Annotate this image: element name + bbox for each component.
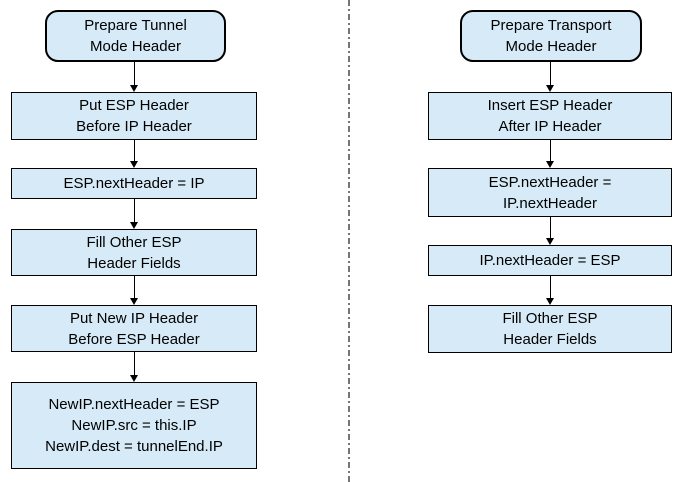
node-text-line: Fill Other ESP (86, 233, 182, 251)
node-text-line: Prepare Tunnel (84, 17, 187, 34)
arrow-down (130, 140, 139, 168)
arrow-down (546, 276, 555, 305)
node-text-line: ESP.nextHeader = (488, 173, 612, 191)
node-insert-esp-header-after-ip-header: Insert ESP Header After IP Header (428, 92, 672, 140)
arrowhead-icon (546, 298, 554, 305)
node-text-line: NewIP.dest = tunnelEnd.IP (45, 438, 223, 455)
arrow-down (130, 352, 139, 382)
node-newip-assignments: NewIP.nextHeader = ESP NewIP.src = this.… (11, 382, 257, 469)
node-put-esp-header-before-ip-header: Put ESP Header Before IP Header (11, 92, 257, 140)
node-text-line: Put New IP Header (69, 309, 199, 327)
node-prepare-tunnel-mode-header: Prepare Tunnel Mode Header (45, 10, 226, 62)
arrowhead-icon (130, 85, 138, 92)
arrowhead-icon (130, 375, 138, 382)
arrow-down (546, 140, 555, 168)
arrowhead-icon (130, 161, 138, 168)
node-prepare-transport-mode-header: Prepare Transport Mode Header (460, 10, 642, 62)
node-text-line: Put ESP Header (79, 97, 189, 114)
node-text-line: Insert ESP Header (487, 97, 613, 114)
node-fill-other-esp-header-fields-tunnel: Fill Other ESP Header Fields (11, 229, 257, 276)
node-text-line: Mode Header (90, 38, 181, 55)
arrow-down (546, 62, 555, 92)
node-esp-nextheader-ip: ESP.nextHeader = IP (11, 168, 257, 199)
node-text-line: Header Fields (87, 254, 181, 272)
arrowhead-icon (130, 298, 138, 305)
node-text-line: IP.nextHeader (503, 194, 597, 212)
arrow-down (130, 276, 139, 305)
arrow-down (130, 62, 139, 92)
node-text-line: Fill Other ESP (502, 310, 598, 327)
arrowhead-icon (546, 85, 554, 92)
node-put-new-ip-header-before-esp-header: Put New IP Header Before ESP Header (11, 305, 257, 352)
node-text-line: ESP.nextHeader = IP (63, 175, 205, 192)
node-text-line: Prepare Transport (490, 17, 612, 34)
arrowhead-icon (130, 222, 138, 229)
node-text-line: Before ESP Header (68, 330, 200, 348)
node-ip-nextheader-esp: IP.nextHeader = ESP (428, 245, 672, 276)
node-text-line: NewIP.src = this.IP (71, 417, 197, 434)
node-text-line: NewIP.nextHeader = ESP (48, 396, 220, 413)
arrow-down (130, 199, 139, 229)
node-esp-nextheader-ip-nextheader: ESP.nextHeader = IP.nextHeader (428, 168, 672, 217)
node-text-line: Before IP Header (76, 118, 192, 135)
node-fill-other-esp-header-fields-transport: Fill Other ESP Header Fields (428, 305, 672, 353)
node-text-line: After IP Header (498, 118, 602, 135)
node-text-line: Header Fields (503, 331, 597, 348)
arrowhead-icon (546, 238, 554, 245)
node-text-line: IP.nextHeader = ESP (479, 252, 621, 269)
arrowhead-icon (546, 161, 554, 168)
arrow-down (546, 217, 555, 245)
column-divider (348, 0, 350, 482)
node-text-line: Mode Header (505, 38, 597, 55)
